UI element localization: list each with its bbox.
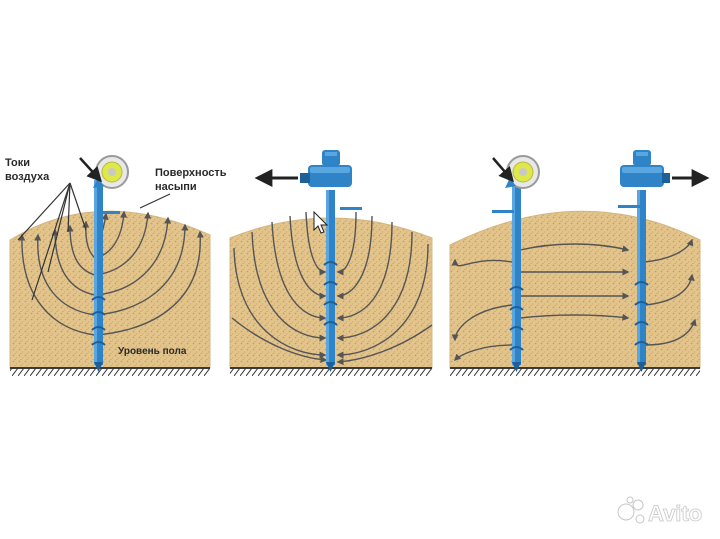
aerator-pipe-2 [323, 190, 362, 372]
aerator-pipe-3a [492, 185, 524, 372]
avito-logo-icon [617, 496, 645, 524]
air-currents-label: Токи [5, 157, 30, 169]
axial-fan-icon-3 [620, 150, 670, 187]
axial-fan-icon [300, 150, 352, 187]
air-currents-pointers [17, 182, 87, 301]
radial-fan-icon [93, 155, 129, 189]
surface-label-2: насыпи [155, 181, 197, 193]
aerator-pipe-1 [91, 180, 120, 372]
air-flow-lines-3 [451, 238, 697, 361]
radial-fan-icon-3 [505, 155, 540, 189]
avito-watermark-text: Avito [648, 501, 702, 526]
panel-1-blowing: Токи воздуха Поверхность насыпи Уровень … [5, 155, 227, 376]
panel-2-suction [229, 150, 433, 376]
floor-level-label: Уровень пола [118, 346, 187, 357]
avito-watermark: Avito [617, 496, 703, 526]
grain-pile-3 [449, 210, 701, 369]
blow-arrow-3 [492, 157, 514, 183]
grain-pile-1 [9, 210, 211, 369]
surface-pointer [139, 193, 171, 209]
blow-arrow-1 [79, 157, 103, 183]
mouse-cursor-icon [313, 210, 329, 234]
aerator-pipe-3b [618, 190, 649, 372]
surface-label: Поверхность [155, 167, 227, 179]
air-currents-label-2: воздуха [5, 171, 50, 183]
floor-hatch-2 [230, 368, 432, 376]
panel-3-horizontal [449, 150, 710, 376]
floor-hatch-1 [10, 368, 210, 376]
air-flow-lines-2 [231, 211, 433, 366]
floor-hatch-3 [450, 368, 700, 376]
